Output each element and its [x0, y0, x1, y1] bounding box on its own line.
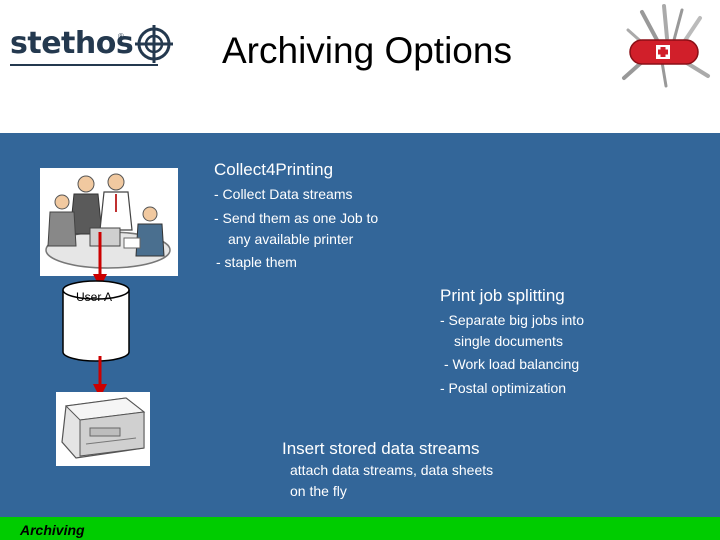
collect-line: - Send them as one Job to — [214, 210, 379, 226]
database-label: User A — [76, 290, 113, 304]
logo-registered-mark: ® — [118, 32, 124, 41]
header: stethos ® Archiving Options — [0, 0, 720, 133]
logo-underline — [10, 64, 158, 66]
page-title: Archiving Options — [222, 30, 512, 71]
insert-line: on the fly — [290, 483, 347, 499]
splitting-line: - Separate big jobs into — [440, 312, 584, 328]
footer-bar: Archiving — [0, 517, 720, 540]
flow-arrow-icon — [93, 356, 107, 398]
people-meeting-icon — [40, 168, 178, 276]
stethos-logo: stethos ® — [10, 24, 173, 74]
printer-icon — [56, 392, 150, 466]
crosshair-logo-icon — [135, 25, 173, 63]
swiss-knife-icon — [622, 4, 710, 88]
splitting-line: - Work load balancing — [444, 356, 580, 372]
splitting-line: - Postal optimization — [440, 380, 567, 396]
splitting-line: single documents — [454, 333, 563, 349]
splitting-heading: Print job splitting — [440, 286, 565, 305]
collect-line: any available printer — [228, 231, 354, 247]
insert-heading: Insert stored data streams — [282, 439, 480, 458]
insert-line: attach data streams, data sheets — [290, 462, 494, 478]
collect-line: - staple them — [216, 254, 297, 270]
footer-label: Archiving — [20, 522, 85, 538]
logo-text: stethos — [10, 26, 134, 61]
collect-heading: Collect4Printing — [214, 160, 334, 179]
collect-line: - Collect Data streams — [214, 186, 353, 202]
database-icon — [62, 280, 130, 362]
